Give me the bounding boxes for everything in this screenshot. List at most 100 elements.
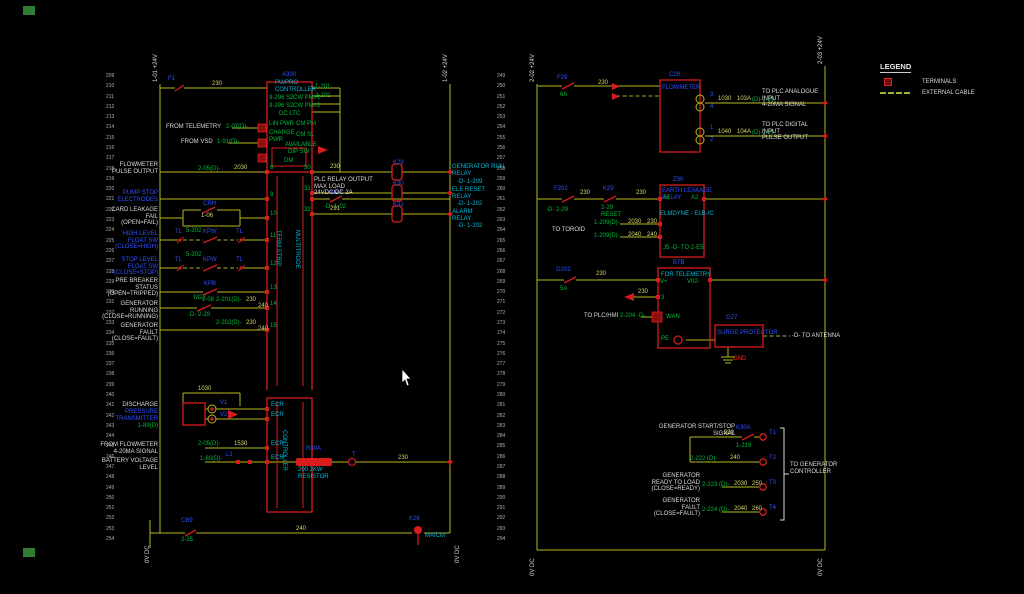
row-number: 219: [106, 175, 115, 182]
bracket: [780, 427, 789, 521]
row-number: 290: [497, 494, 506, 501]
row-number: 246: [106, 453, 115, 460]
row-number: 255: [497, 134, 506, 141]
legend-item-terminals: TERMINALS: [880, 78, 975, 86]
antenna-label: -D- TO ANTENNA: [792, 333, 841, 339]
contact-label: KPW: [203, 229, 217, 235]
row-number: 247: [106, 464, 115, 471]
terminal-label: T2: [769, 455, 777, 461]
wire-tag: 1-08: [202, 297, 215, 303]
pin-label: CM PM: [296, 121, 316, 127]
contact-label: TL: [175, 257, 183, 263]
rtu-title: FOR TELEMETRY: [661, 272, 712, 278]
row-number: 228: [106, 268, 115, 275]
relay-note: ELE RESET RELAY: [452, 187, 486, 200]
row-number: 279: [497, 381, 506, 388]
row-number: 254: [106, 536, 115, 543]
wire-number: 230: [212, 81, 223, 87]
generator-signal-terminals: [759, 427, 789, 521]
row-number: 265: [497, 237, 506, 244]
contact-label: TL: [236, 257, 244, 263]
bus-label: 2-02 +24V: [530, 54, 536, 82]
legend-title: LEGEND: [880, 62, 912, 73]
wire-number: 230: [246, 320, 257, 326]
contact-tag: 2-29 RESET: [601, 205, 622, 218]
row-number: 242: [106, 412, 115, 419]
terminal-number: 10: [270, 211, 277, 217]
row-number: 238: [106, 371, 115, 378]
bus-label: 1-01 +24V: [153, 54, 159, 82]
row-number: 262: [497, 206, 506, 213]
row-number: 282: [497, 412, 506, 419]
row-number: 257: [497, 155, 506, 162]
row-number: 252: [497, 103, 506, 110]
row-number: 236: [106, 350, 115, 357]
sheet1-wiring: [160, 87, 450, 463]
sheet1-contacts: [174, 84, 343, 537]
pin-label: WAN: [666, 314, 680, 320]
fuse-label: F202: [554, 186, 568, 192]
relay-ref: K29: [393, 160, 404, 166]
wire-number: 2030: [628, 219, 642, 225]
discharge-label-2: PRESSURE TRANSMITTER: [115, 409, 158, 422]
wire-number: 2040: [628, 232, 642, 238]
wire-number: 230: [596, 271, 607, 277]
sheet2-fuses-contacts: [561, 82, 755, 441]
relay-note-tag: -D- 1-202: [457, 223, 483, 229]
row-number: 287: [497, 464, 506, 471]
plc-analogue-label: TO PLC ANALOGUE INPUT 4-20MA SIGNAL: [762, 89, 819, 109]
row-number: 289: [497, 484, 506, 491]
wire-number: 240: [730, 455, 741, 461]
el-relay-model: ELMDYNE - ELB-/C: [660, 211, 714, 217]
wire-tag: 2-204 -D-: [620, 313, 646, 319]
earth-leakage-relay-block: [658, 184, 706, 258]
gen-fault-label-2: GENERATOR FAULT (CLOSE=FAULT): [653, 498, 700, 518]
row-number: 217: [106, 155, 115, 162]
terminal-label: ECR: [271, 412, 284, 418]
contact-label: M23: [194, 295, 206, 301]
wire-number: 103A: [737, 96, 752, 102]
wire-number: 230: [724, 430, 735, 436]
gen-controller-label: TO GENERATOR CONTROLLER: [790, 462, 838, 475]
terminal-label: L1: [226, 452, 233, 458]
pin-label: AVAILABLE: [285, 142, 317, 148]
pin-label: LIN PWR: [269, 121, 295, 127]
wire-tag: 1-201: [315, 84, 331, 90]
row-number: 284: [497, 433, 506, 440]
pin-label: A2: [691, 195, 699, 201]
terminal-label: V2: [220, 412, 228, 418]
wire-tag: 2-202(D)-: [216, 320, 242, 326]
surge-protector-block: [714, 324, 764, 348]
plc-digital-label: TO PLC DIGITAL INPUT PULSE OUTPUT: [762, 122, 809, 142]
wire-number: 2030: [234, 165, 248, 171]
wire-tag: 1-209(D)-: [594, 233, 620, 239]
resistor-ref: R30A: [306, 446, 322, 452]
terminal-label: T1: [769, 430, 777, 436]
breaker-tag: 2-25: [181, 537, 194, 543]
row-number: 240: [106, 391, 115, 398]
wire-number: 2040: [734, 506, 748, 512]
row-number: 292: [497, 515, 506, 522]
row-number: 264: [497, 227, 506, 234]
pin-label: CM SL: [296, 132, 315, 138]
row-number: 252: [106, 515, 115, 522]
legend-item-external-cable: EXTERNAL CABLE: [880, 90, 975, 96]
contact-label: KPR: [330, 190, 343, 196]
fuse-label: G202: [556, 267, 571, 273]
wire-tag: 1-209(D)-: [594, 220, 620, 226]
row-number: 225: [106, 237, 115, 244]
strip-title-3: CONTROLLER: [281, 430, 287, 472]
card-leakage-label: CARD LEAKAGE FAIL (OPEN=FAIL): [111, 207, 158, 227]
pressure-transmitter: [182, 402, 238, 426]
pin-label: DIP SW: [288, 149, 310, 155]
terminal-number: 14: [270, 301, 277, 307]
telemetry-block: [624, 267, 712, 349]
wire-number: 1040: [718, 129, 732, 135]
legend: LEGEND TERMINALS EXTERNAL CABLE: [880, 56, 975, 96]
strip-terminals: [265, 170, 314, 464]
el-relay-title: EARTH LEAKAGE RELAY: [662, 188, 712, 201]
row-number: 253: [497, 114, 506, 121]
legend-item-label: TERMINALS: [922, 79, 957, 85]
row-number: 244: [106, 433, 115, 440]
row-number: 214: [106, 124, 115, 131]
